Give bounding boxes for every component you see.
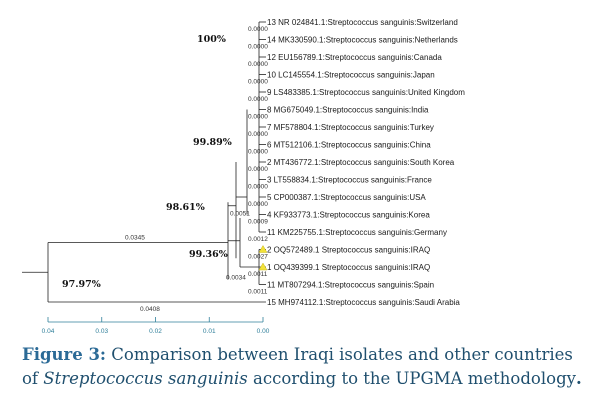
tree-branches (22, 21, 266, 303)
bootstrap-label: 97.97% (62, 279, 101, 290)
highlight-marker (258, 244, 268, 253)
leaf-label: 2 MT436772.1:Streptococcus sanguinis:Sou… (267, 158, 455, 167)
branch-distance-label: 0.0027 (248, 254, 268, 261)
distance-scale-axis: 0.04 0.03 0.02 0.01 0.00 (42, 317, 270, 335)
leaf-label: 10 LC145554.1:Streptococcus sanguinis:Ja… (267, 71, 435, 80)
bootstrap-label: 100% (197, 34, 226, 45)
branch-distance-label: 0.0000 (248, 61, 268, 68)
leaf-label: 15 MH974112.1:Streptococcus sanguinis:Sa… (267, 298, 460, 307)
leaf-label: 1 OQ439399.1 Streptococcus sanguinis:IRA… (267, 263, 430, 272)
bootstrap-label: 99.89% (193, 137, 232, 148)
internal-distance-label: 0.0034 (226, 275, 246, 282)
branch-distance-label: 0.0408 (140, 306, 160, 313)
branch-distance-label: 0.0009 (248, 219, 268, 226)
bootstrap-label: 99.36% (189, 249, 228, 260)
branch-distance-label: 0.0000 (248, 131, 268, 138)
branch-distance-label: 0.0011 (248, 289, 268, 296)
leaf-label: 2 OQ572489.1 Streptococcus sanguinis:IRA… (267, 246, 430, 255)
leaf-label: 12 EU156789.1:Streptococcus sanguinis:Ca… (267, 53, 442, 62)
branch-distance-labels: 0.0000 0.0000 0.0000 0.0000 0.0000 0.0000 0.00… (125, 26, 268, 313)
branch-distance-label: 0.0000 (248, 184, 268, 191)
leaf-label: 8 MG675049.1:Streptococcus sanguinis:Ind… (267, 106, 429, 115)
caption-end: . (575, 369, 582, 388)
branch-distance-label: 0.0000 (248, 26, 268, 33)
bootstrap-label: 98.61% (166, 202, 205, 213)
branch-distance-label: 0.0011 (248, 271, 268, 278)
leaf-label: 14 MK330590.1:Streptococcus sanguinis:Ne… (267, 36, 458, 45)
branch-distance-label: 0.0012 (248, 236, 268, 243)
leaf-label: 5 CP000387.1:Streptococcus sanguinis:USA (267, 193, 426, 202)
branch-distance-label: 0.0000 (248, 79, 268, 86)
internal-distance-label: 0.0345 (125, 235, 145, 242)
leaf-label: 3 LT558834.1:Streptococcus sanguinis:Fra… (267, 176, 432, 185)
tree-leaf-labels: 13 NR 024841.1:Streptococcus sanguinis:S… (258, 18, 465, 307)
leaf-label: 11 MT807294.1:Streptococcus sanguinis:Sp… (267, 281, 434, 290)
leaf-label: 6 MT512106.1:Streptococcus sanguinis:Chi… (267, 141, 431, 150)
caption-text-part2: according to the UPGMA methodology (247, 369, 576, 388)
leaf-label: 11 KM225755.1:Streptococcus sanguinis:Ge… (267, 228, 447, 237)
figure-caption: Figure 3: Comparison between Iraqi isola… (22, 343, 592, 391)
caption-text-part1: Comparison between Iraqi isolates and ot… (22, 345, 573, 388)
axis-tick-label: 0.03 (95, 328, 108, 335)
axis-tick-label: 0.00 (257, 328, 270, 335)
caption-label: Figure 3: (22, 345, 107, 364)
caption-species: Streptococcus sanguinis (43, 369, 248, 388)
branch-distance-label: 0.0000 (248, 44, 268, 51)
axis-tick-label: 0.02 (149, 328, 162, 335)
branch-distance-label: 0.0000 (248, 114, 268, 121)
highlight-marker (258, 262, 268, 271)
branch-distance-label: 0.0000 (248, 166, 268, 173)
leaf-label: 13 NR 024841.1:Streptococcus sanguinis:S… (267, 18, 458, 27)
leaf-label: 9 LS483385.1:Streptococcus sanguinis:Uni… (267, 88, 465, 97)
leaf-label: 4 KF933773.1:Streptococcus sanguinis:Kor… (267, 211, 430, 220)
bootstrap-labels: 100% 99.89% 98.61% 99.36% 97.97% (62, 34, 232, 290)
branch-distance-label: 0.0000 (248, 149, 268, 156)
axis-tick-label: 0.04 (42, 328, 55, 335)
internal-distance-label: 0.0051 (230, 211, 250, 218)
leaf-label: 7 MF578804.1:Streptococcus sanguinis:Tur… (267, 123, 434, 132)
branch-distance-label: 0.0000 (248, 201, 268, 208)
branch-distance-label: 0.0000 (248, 96, 268, 103)
axis-tick-label: 0.01 (203, 328, 216, 335)
